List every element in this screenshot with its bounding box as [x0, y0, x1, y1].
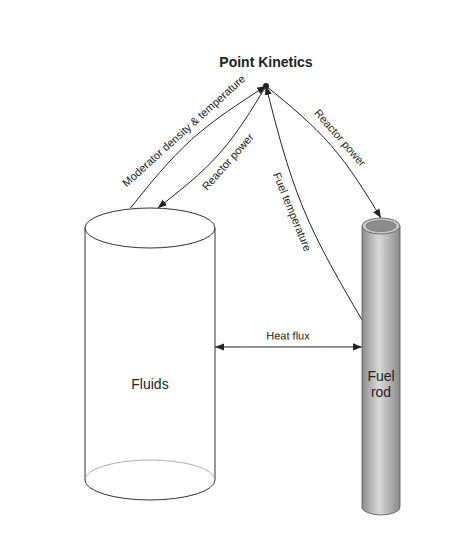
- junction-dot: [263, 83, 269, 89]
- cylinder-top: [85, 208, 215, 248]
- model-node: Point Kinetics: [215, 54, 317, 86]
- node-label: Fluids: [85, 376, 215, 392]
- rod-outline: [362, 218, 400, 515]
- edge-label: Moderator density & temperature: [118, 71, 249, 191]
- cylinder-outline: [85, 208, 215, 500]
- edge-label: Reactor power: [198, 129, 258, 194]
- rod-cladding-top: [362, 218, 400, 234]
- edge-label: Reactor power: [310, 105, 369, 171]
- fuel-rod: Fuel rod: [362, 218, 400, 515]
- edge-label: Fuel temperature: [269, 169, 314, 255]
- signal-arrow: [131, 86, 267, 208]
- edge-label: Heat flux: [265, 329, 312, 342]
- model-label: Point Kinetics: [215, 54, 317, 70]
- signal-arrow: [266, 86, 362, 320]
- signal-arrow: [215, 346, 362, 347]
- rod-body: [362, 226, 400, 515]
- fluid-cylinder: Fluids: [85, 208, 215, 500]
- cylinder-back-edge: [85, 460, 215, 480]
- rod-pellet-top: [366, 221, 396, 232]
- signal-arrow: [158, 86, 266, 208]
- cylinder-body: [85, 228, 215, 500]
- node-label: Fuel rod: [362, 368, 400, 400]
